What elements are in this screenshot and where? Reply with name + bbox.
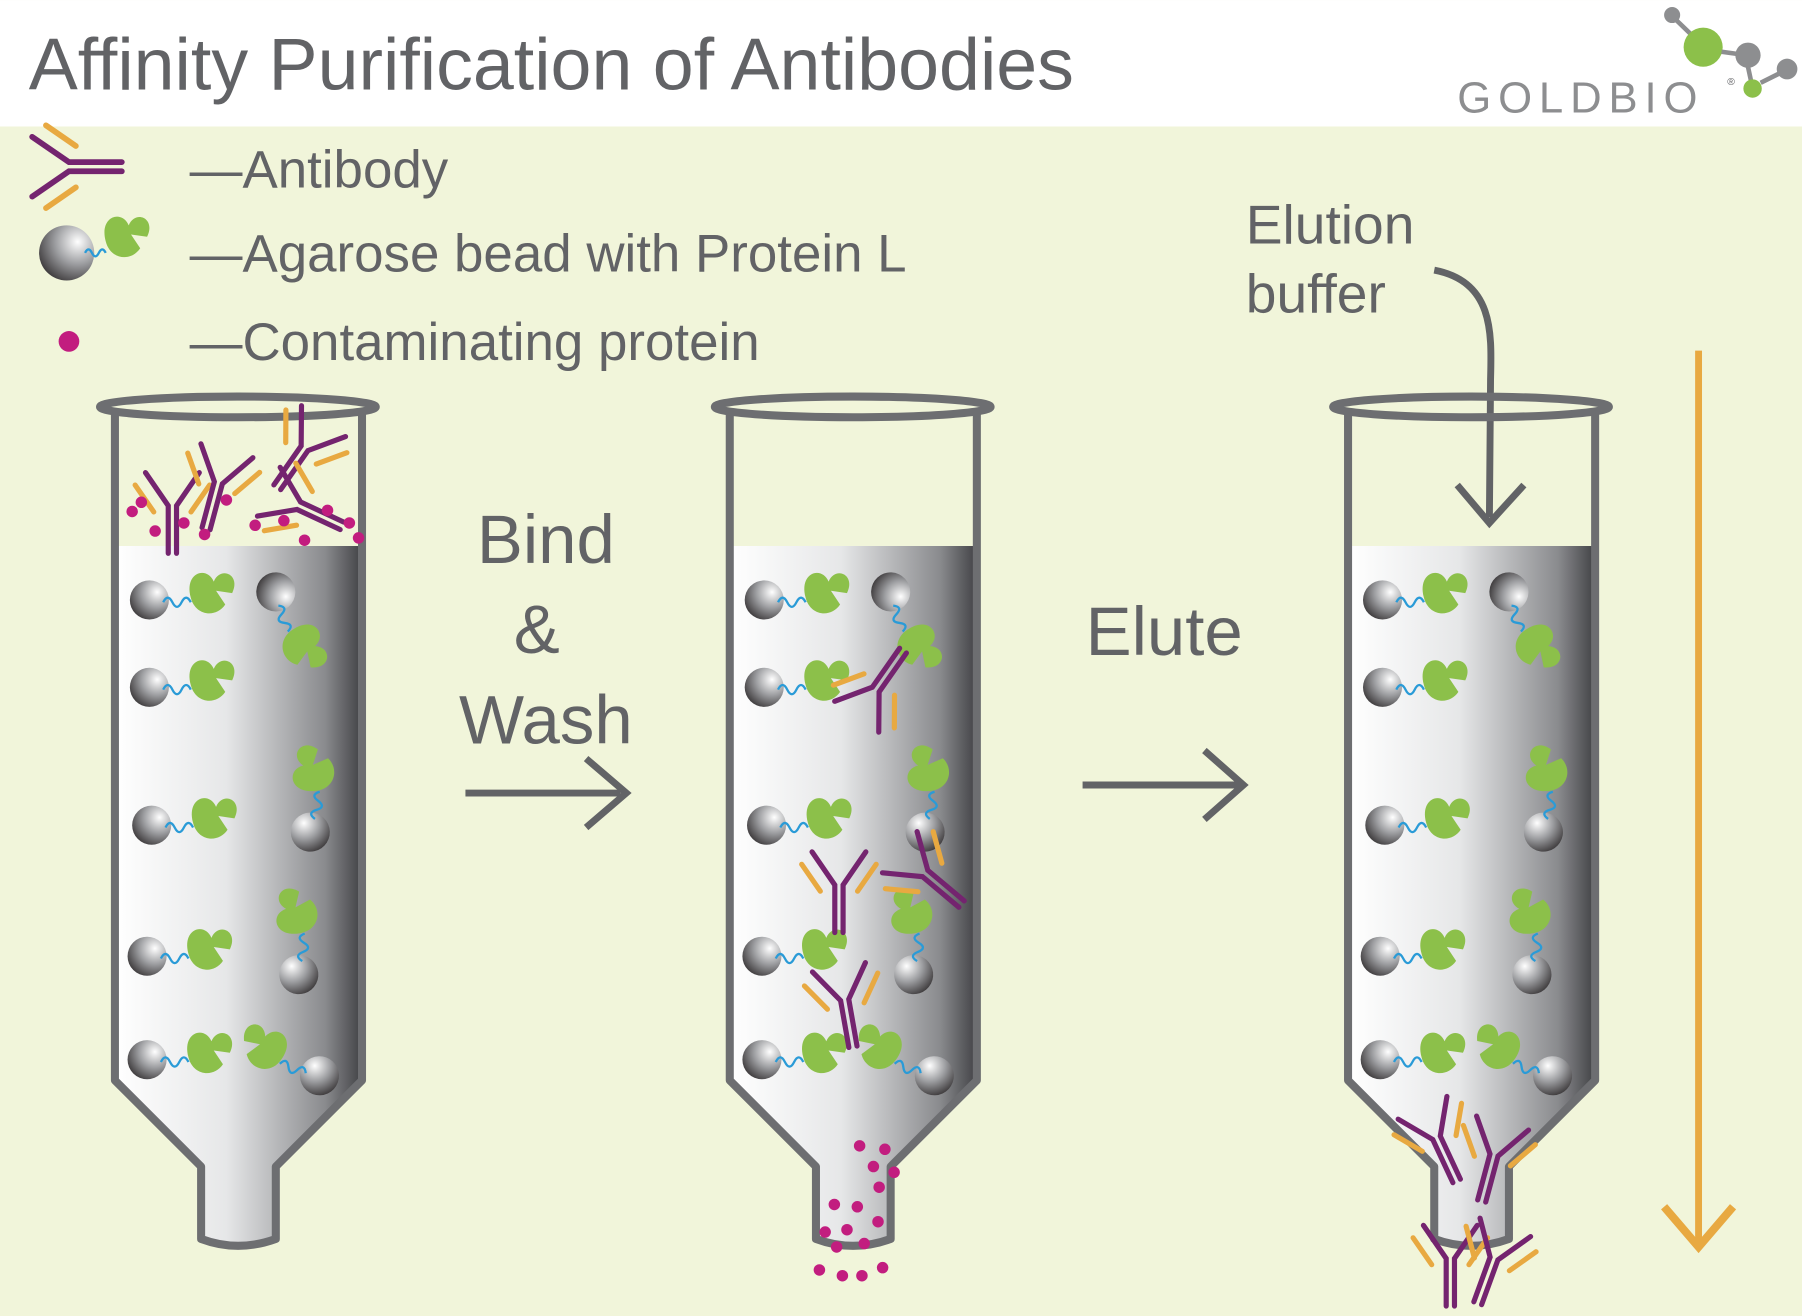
goldbio-logo: GOLDBIO ® [1457, 6, 1798, 123]
contaminating-protein-icon [58, 331, 80, 352]
page-title: Affinity Purification of Antibodies [29, 23, 1074, 106]
elution-buffer-label-line2: buffer [1246, 263, 1386, 325]
logo-text: GOLDBIO [1457, 74, 1704, 123]
legend-contaminant-label: —Contaminating protein [190, 313, 760, 372]
legend-antibody-label: —Antibody [190, 140, 449, 199]
flow-direction-arrow-icon [1661, 350, 1737, 1254]
header-band [0, 0, 1802, 127]
step-elute-label: Elute [1086, 593, 1243, 670]
step-bind-label: Bind [477, 501, 615, 578]
elute-arrow-icon [1082, 747, 1249, 823]
step-wash-label: Wash [459, 682, 633, 759]
elution-buffer-arrow-icon [1433, 266, 1527, 529]
legend: —Antibody —Agarose bead with Protein L —… [32, 125, 907, 372]
elution-buffer-label-line1: Elution [1246, 194, 1415, 256]
step-and-label: & [514, 591, 560, 668]
logo-registered-mark: ® [1727, 77, 1735, 88]
legend-bead-label: —Agarose bead with Protein L [190, 224, 907, 283]
agarose-bead-icon [39, 216, 150, 281]
bind-wash-arrow-icon [465, 755, 632, 831]
